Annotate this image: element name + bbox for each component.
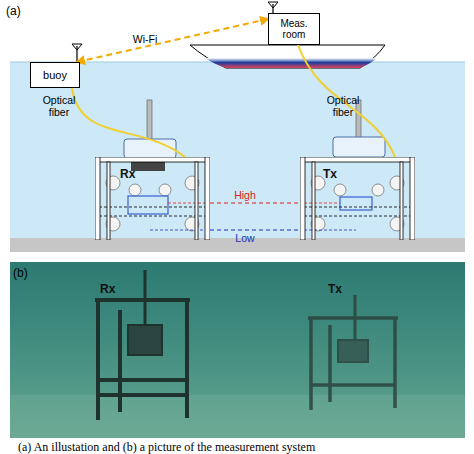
- frame-bar: [95, 157, 210, 162]
- edge-label: High: [230, 189, 260, 201]
- beam-path-low: [210, 230, 300, 231]
- tx-frame: Tx: [300, 157, 415, 240]
- frame-bar: [195, 162, 198, 240]
- edge-label: Optical fiber: [318, 94, 368, 118]
- antenna-symbol: [268, 2, 278, 13]
- water: [10, 62, 465, 240]
- figure-caption: (a) An illustation and (b) a picture of …: [18, 440, 315, 454]
- panel-label: (a): [6, 4, 21, 18]
- wifi-link: [77, 19, 268, 62]
- frame-heading: Rx: [120, 167, 135, 181]
- edge-label: Low: [232, 232, 258, 244]
- photo-label: Tx: [328, 282, 342, 296]
- tx-frame-photo: [308, 295, 398, 410]
- tx-device: [304, 100, 411, 231]
- frame-bar: [205, 157, 210, 240]
- panel-label: (b): [13, 266, 28, 280]
- edge-label: Wi-Fi: [128, 33, 162, 45]
- frame-bar: [300, 157, 305, 240]
- frame-outline: [95, 157, 210, 240]
- room-box: Meas. room: [268, 13, 320, 45]
- frame-outline: [300, 157, 415, 240]
- node-text: buoy: [43, 69, 67, 81]
- rx-frame-photo: [95, 270, 190, 420]
- boat-hull: [190, 45, 385, 68]
- frame-bar: [300, 157, 415, 162]
- beam-path-high: [210, 203, 300, 204]
- frame-bar: [107, 162, 110, 240]
- rx-frame: Rx: [95, 157, 210, 240]
- node-text: Meas. room: [269, 18, 319, 40]
- hull-waterline: [205, 58, 377, 68]
- buoy-box: buoy: [30, 62, 80, 88]
- frame-bar: [400, 162, 403, 240]
- frame-heading: Tx: [323, 167, 337, 181]
- antenna-symbol: [72, 44, 82, 62]
- frame-bar: [410, 157, 415, 240]
- edge-label: Optical fiber: [34, 94, 84, 118]
- rx-device: [99, 100, 206, 231]
- optical-fiber: [298, 45, 395, 157]
- frame-bar: [95, 157, 100, 240]
- photo-label: Rx: [100, 282, 115, 296]
- optical-fiber: [72, 88, 185, 157]
- underwater-photo: [10, 262, 465, 438]
- frame-bar: [312, 162, 315, 240]
